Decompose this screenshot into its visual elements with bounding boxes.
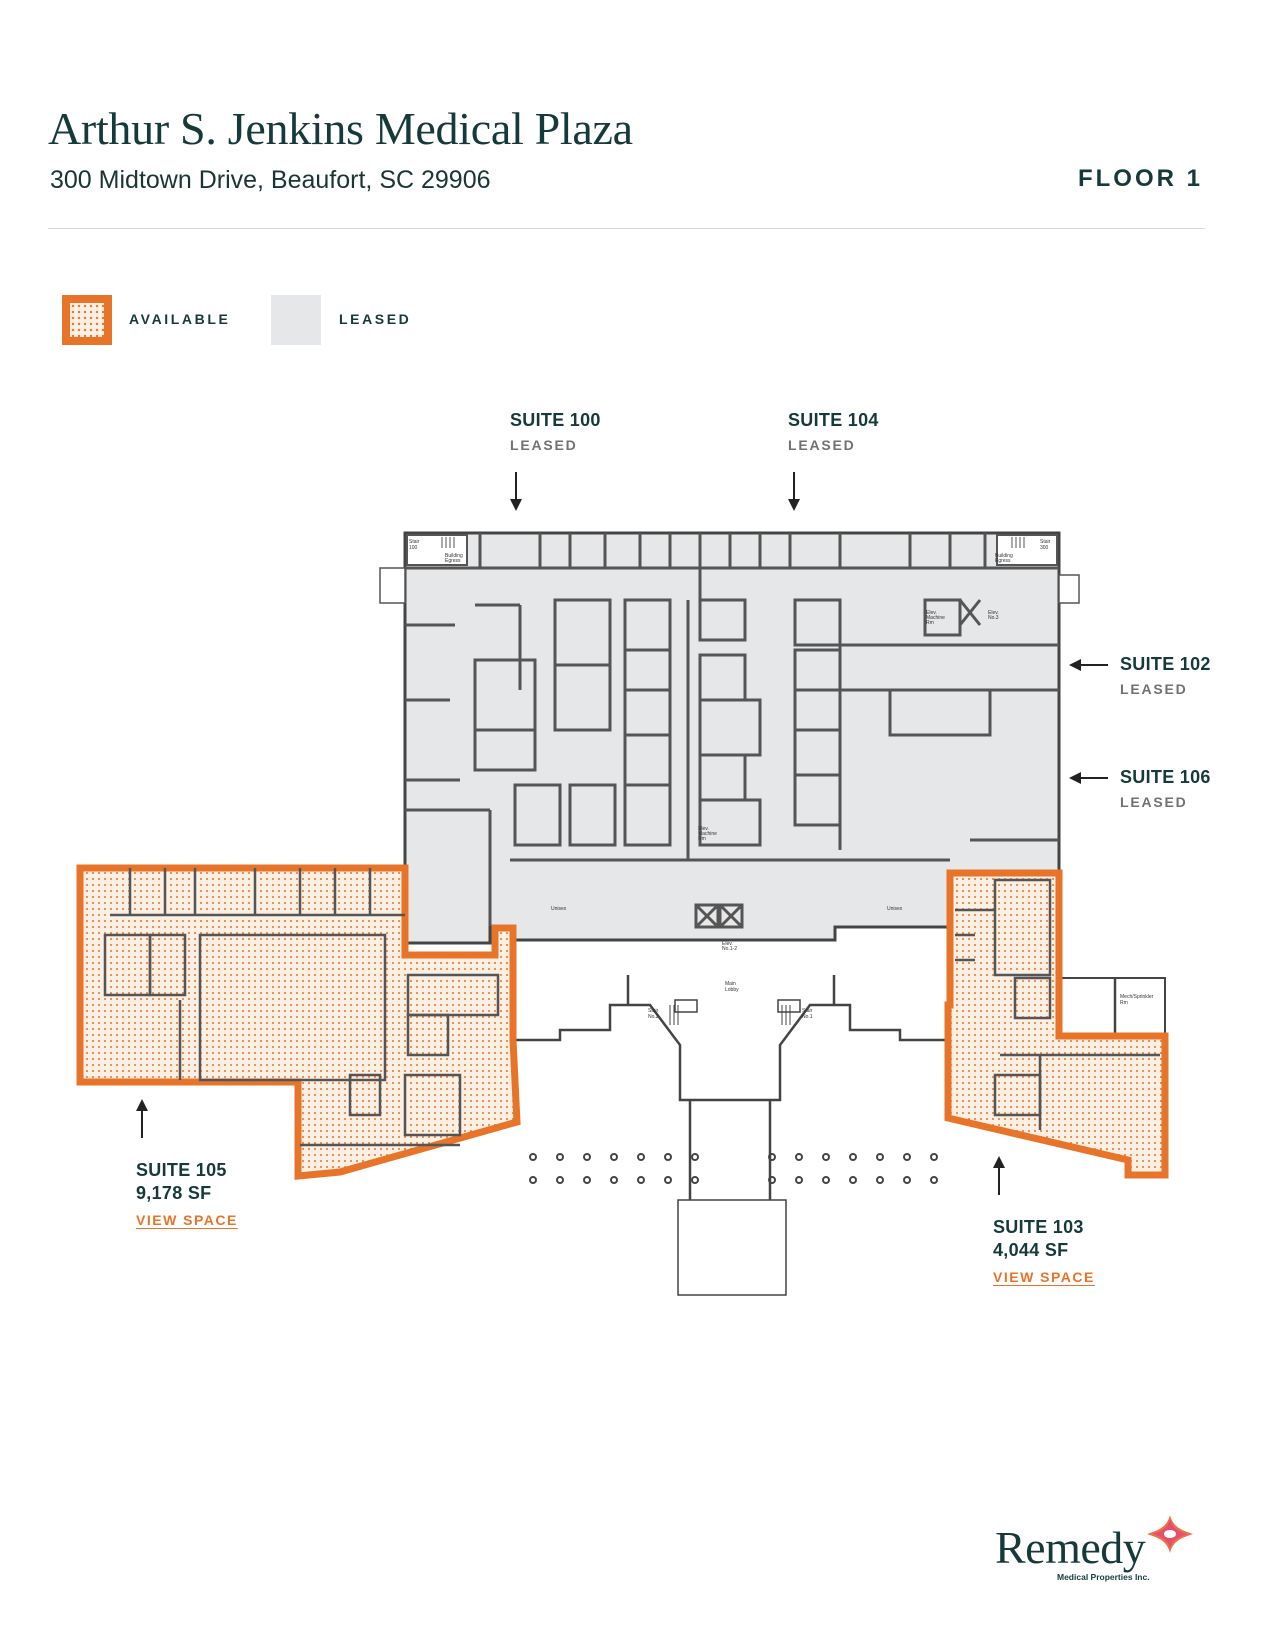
suite-100-name: SUITE 100 — [510, 410, 601, 430]
svg-text:Stair: Stair — [802, 1008, 813, 1014]
legend-leased-label: LEASED — [339, 311, 412, 327]
svg-text:No.3: No.3 — [988, 615, 999, 621]
remedy-star-icon — [1147, 1515, 1193, 1553]
svg-text:Rm: Rm — [1120, 1000, 1128, 1006]
svg-text:Rm: Rm — [698, 836, 706, 842]
building-address: 300 Midtown Drive, Beaufort, SC 29906 — [50, 166, 491, 194]
suite-106-status: LEASED — [1120, 794, 1188, 810]
suite-105-area[interactable] — [76, 864, 521, 1180]
brand-subtitle: Medical Properties Inc. — [1057, 1572, 1150, 1582]
svg-text:Stair: Stair — [1040, 539, 1051, 545]
svg-text:Unisex: Unisex — [887, 906, 903, 912]
svg-text:Building: Building — [995, 553, 1013, 559]
suite-102-status: LEASED — [1120, 681, 1188, 697]
svg-text:No.1: No.1 — [802, 1014, 813, 1020]
svg-text:Stair: Stair — [648, 1008, 659, 1014]
suite-103-area[interactable] — [944, 869, 1169, 1179]
header-divider — [48, 228, 1205, 229]
suite-106-name: SUITE 106 — [1120, 767, 1211, 787]
floor-label: FLOOR 1 — [1077, 165, 1203, 192]
svg-text:Main: Main — [725, 981, 736, 987]
pointer-arrows — [136, 472, 1108, 1195]
suite-104-name: SUITE 104 — [788, 410, 879, 430]
brand-name: Remedy — [995, 1522, 1146, 1573]
suite-104-status: LEASED — [788, 437, 856, 453]
remedy-logo: Remedy Medical Properties Inc. — [995, 1515, 1193, 1582]
svg-text:Egress: Egress — [445, 558, 461, 564]
svg-text:Machine: Machine — [698, 831, 717, 837]
page-title: Arthur S. Jenkins Medical Plaza — [48, 103, 633, 154]
svg-text:Unisex: Unisex — [551, 906, 567, 912]
suite-102-name: SUITE 102 — [1120, 654, 1211, 674]
svg-text:Mech/Sprinkler: Mech/Sprinkler — [1120, 994, 1154, 1000]
svg-text:No.1-2: No.1-2 — [722, 946, 737, 952]
svg-text:Elev.: Elev. — [698, 826, 709, 832]
svg-text:Elev.: Elev. — [722, 941, 733, 947]
svg-text:Egress: Egress — [995, 558, 1011, 564]
svg-text:Machine: Machine — [926, 615, 945, 621]
legend-available-swatch — [62, 295, 112, 345]
suite-105-view-space-link[interactable]: VIEW SPACE — [136, 1212, 238, 1228]
svg-text:Stair: Stair — [409, 539, 420, 545]
svg-text:Elev.: Elev. — [926, 610, 937, 616]
suite-103-view-space-link[interactable]: VIEW SPACE — [993, 1269, 1095, 1285]
legend-available-label: AVAILABLE — [129, 311, 231, 327]
svg-text:Elev.: Elev. — [988, 610, 999, 616]
svg-text:Lobby: Lobby — [725, 987, 739, 993]
svg-text:300: 300 — [1040, 545, 1049, 551]
suite-103-area: 4,044 SF — [993, 1240, 1069, 1260]
suite-103-name: SUITE 103 — [993, 1217, 1084, 1237]
svg-text:Rm: Rm — [926, 620, 934, 626]
svg-text:100: 100 — [409, 545, 418, 551]
suite-105-area: 9,178 SF — [136, 1183, 212, 1203]
legend-leased-swatch — [271, 295, 321, 345]
svg-text:Building: Building — [445, 553, 463, 559]
svg-text:No.2: No.2 — [648, 1014, 659, 1020]
suite-105-name: SUITE 105 — [136, 1160, 227, 1180]
suite-100-status: LEASED — [510, 437, 578, 453]
colonnade — [529, 1153, 938, 1184]
